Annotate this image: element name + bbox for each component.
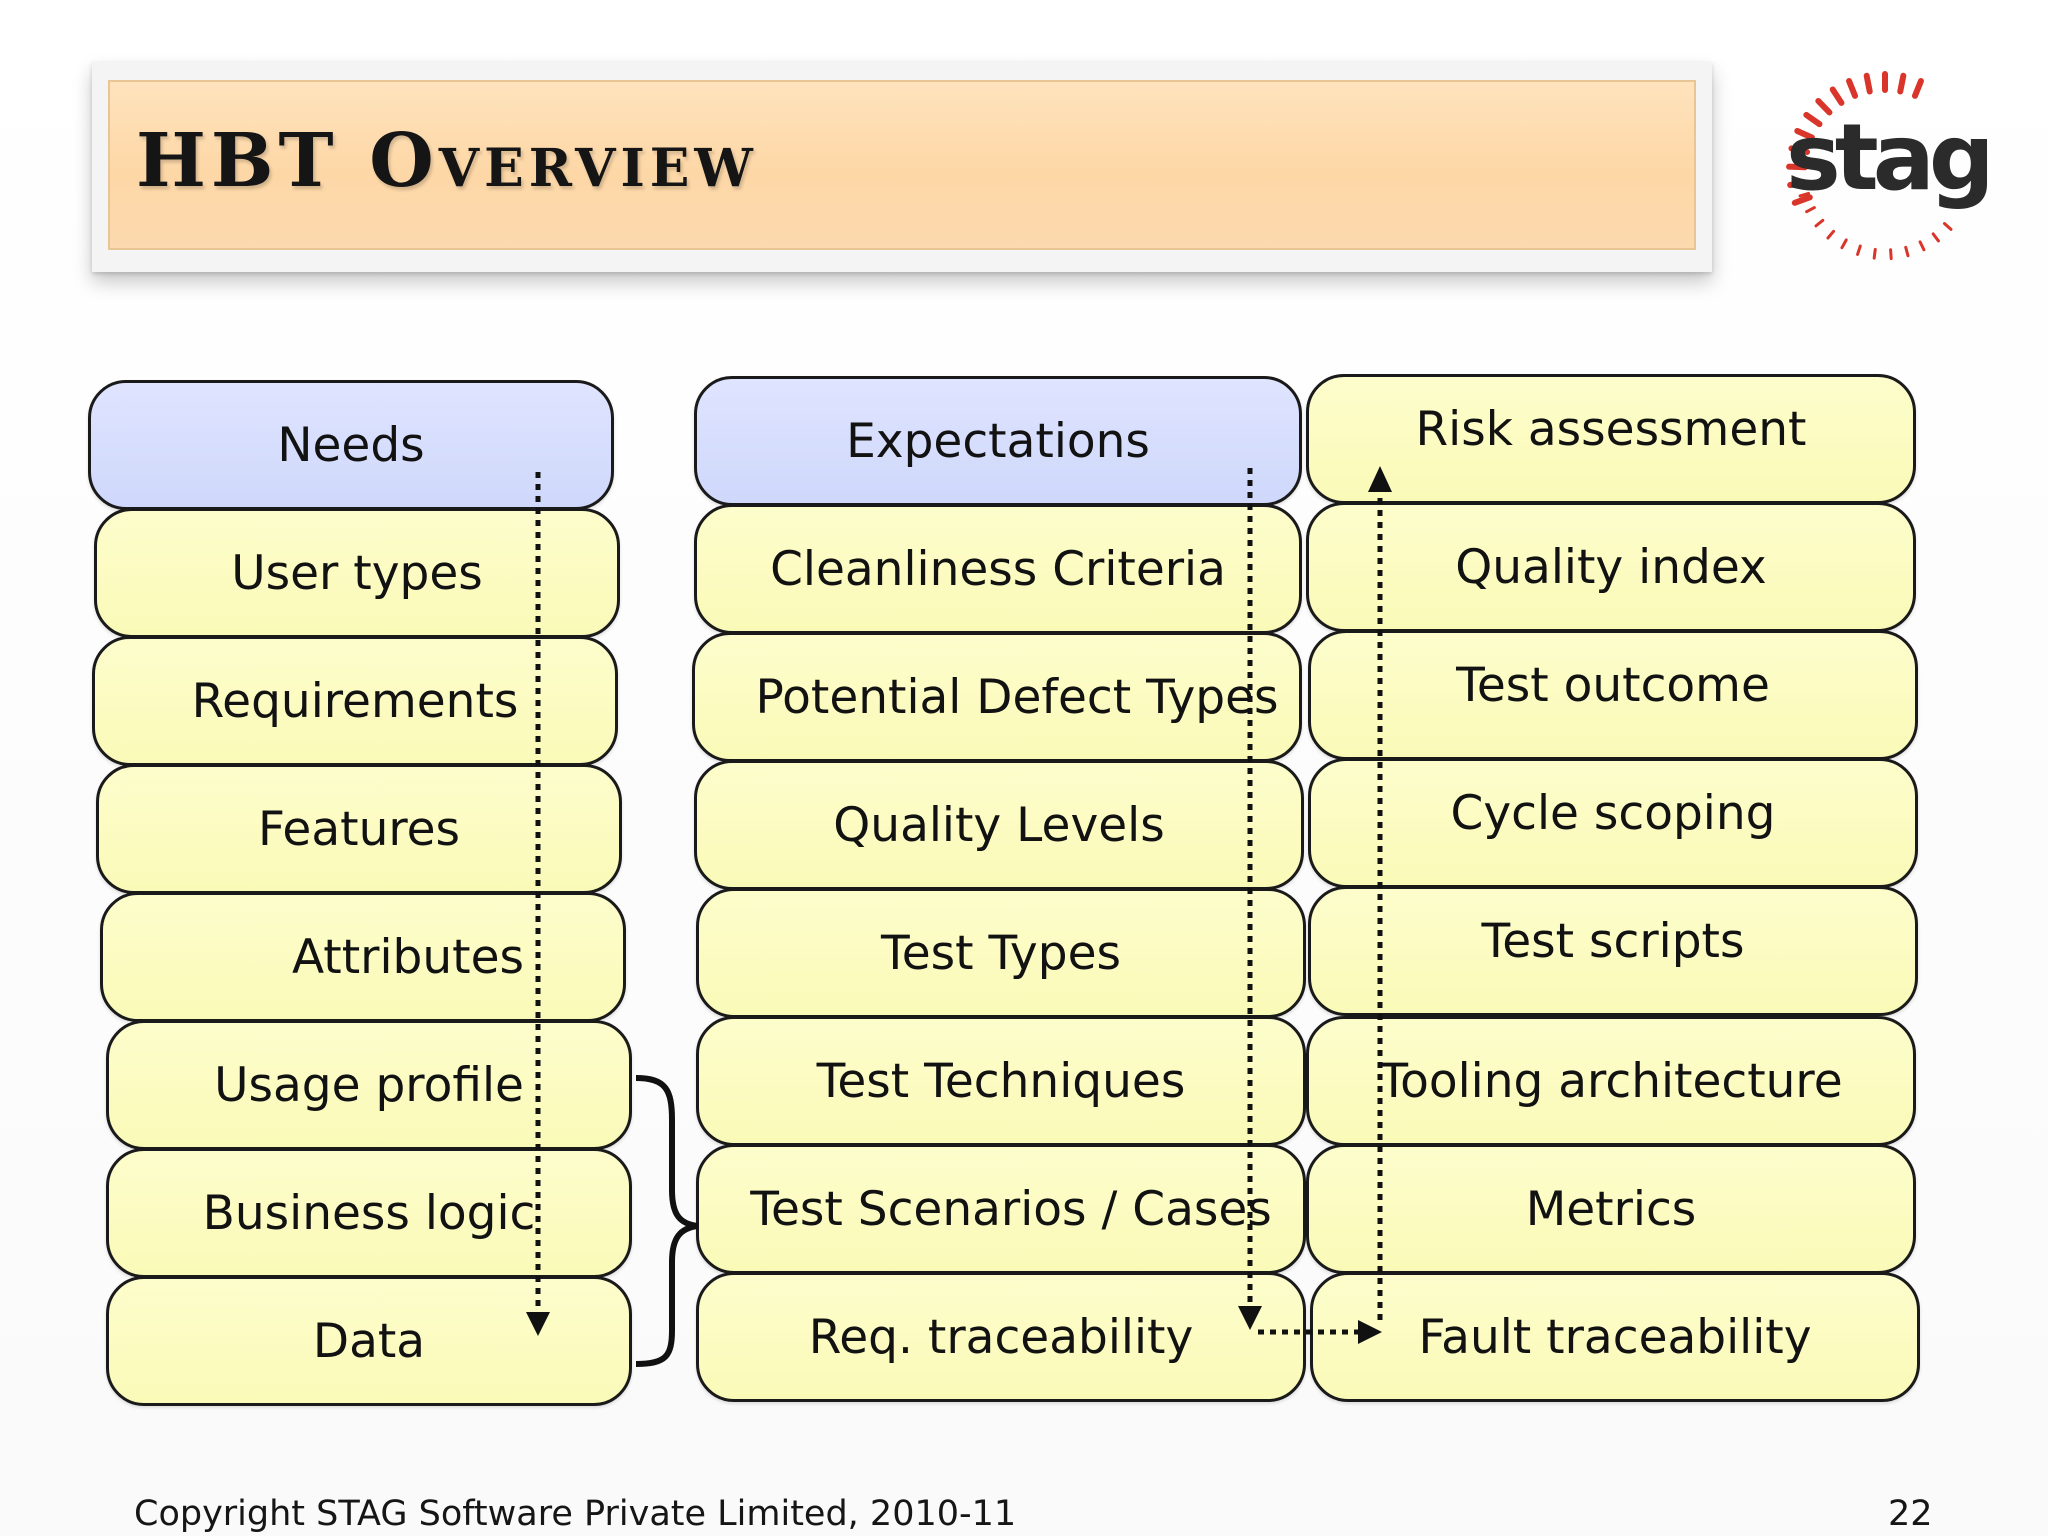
- needs-item-attributes: Attributes: [100, 892, 626, 1022]
- logo-tick: [1803, 111, 1823, 128]
- logo-tick: [1787, 179, 1809, 189]
- outcome-item-test-outcome: Test outcome: [1308, 630, 1918, 760]
- logo-tick: [1798, 191, 1810, 198]
- needs-item-data: Data: [106, 1276, 632, 1406]
- logo-text: stag: [1786, 104, 1995, 211]
- logo-tick: [1872, 247, 1877, 260]
- expectations-item-potential-defect-types: Potential Defect Types: [692, 632, 1302, 762]
- logo-tick: [1931, 232, 1940, 243]
- logo-tick: [1826, 229, 1836, 240]
- logo-tick: [1814, 218, 1825, 228]
- slide-title: HBT Overview: [136, 118, 758, 204]
- title-bar: [108, 80, 1696, 250]
- logo-tick: [1788, 145, 1811, 156]
- expectations-item-test-scenarios-cases: Test Scenarios / Cases: [696, 1144, 1306, 1274]
- logo-tick: [1856, 244, 1862, 256]
- logo-tick: [1815, 97, 1833, 116]
- needs-item-user-types: User types: [94, 508, 620, 638]
- expectations-item-test-techniques: Test Techniques: [696, 1016, 1306, 1146]
- footer-copyright: Copyright STAG Software Private Limited,…: [134, 1494, 1017, 1534]
- outcome-item-test-scripts: Test scripts: [1308, 886, 1918, 1016]
- expectations-item-req-traceability: Req. traceability: [696, 1272, 1306, 1402]
- logo-tick: [1840, 238, 1848, 250]
- logo-tick: [1791, 194, 1813, 206]
- outcome-item-cycle-scoping: Cycle scoping: [1308, 758, 1918, 888]
- logo-tick: [1897, 72, 1907, 95]
- logo-tick: [1805, 206, 1816, 214]
- page-number: 22: [1888, 1494, 1933, 1534]
- stag-logo-icon: [1786, 71, 1953, 260]
- logo-tick: [1846, 77, 1859, 99]
- outcome-item-metrics: Metrics: [1306, 1144, 1916, 1274]
- expectations-item-quality-levels: Quality Levels: [694, 760, 1304, 890]
- logo-tick: [1904, 245, 1910, 258]
- needs-item-features: Features: [96, 764, 622, 894]
- logo-tick: [1829, 86, 1845, 106]
- expectations-header: Expectations: [694, 376, 1302, 506]
- logo-tick: [1911, 77, 1924, 99]
- needs-header: Needs: [88, 380, 614, 510]
- expectations-item-cleanliness-criteria: Cleanliness Criteria: [694, 504, 1302, 634]
- outcome-item-tooling-architecture: Tooling architecture: [1306, 1016, 1916, 1146]
- needs-item-requirements: Requirements: [92, 636, 618, 766]
- logo-tick: [1794, 127, 1815, 141]
- logo-tick: [1918, 240, 1926, 252]
- logo-tick: [1889, 248, 1893, 260]
- outcome-item-quality-index: Quality index: [1306, 502, 1916, 632]
- needs-item-business-logic: Business logic: [106, 1148, 632, 1278]
- risk-assessment-header: Risk assessment: [1306, 374, 1916, 504]
- logo-tick: [1786, 163, 1809, 171]
- logo-tick-ring: [1786, 71, 1953, 260]
- logo-tick: [1942, 222, 1953, 231]
- expectations-item-test-types: Test Types: [696, 888, 1306, 1018]
- logo-tick: [1863, 72, 1873, 95]
- outcome-item-fault-traceability: Fault traceability: [1310, 1272, 1920, 1402]
- needs-item-usage-profile: Usage profile: [106, 1020, 632, 1150]
